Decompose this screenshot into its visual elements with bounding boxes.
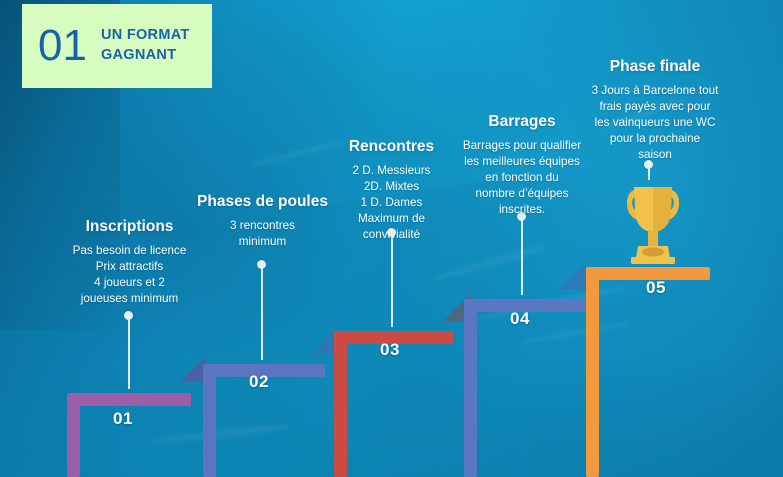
step-shape-04 [464,299,586,477]
step-body-line: 2 D. Messieurs [352,163,431,177]
step-tread-05 [586,267,710,280]
step-shape-02 [203,364,325,477]
step-riser-04 [464,299,477,477]
step-title-03: Rencontres [348,138,435,155]
step-body-line: Prix attractifs [95,259,164,273]
header-badge-title-line2: GAGNANT [100,47,177,63]
step-body-line: en fonction du [485,170,559,184]
step-body-line: les meilleures équipes [464,154,580,168]
step-body-line: les vainqueurs une WC [594,115,716,129]
step-number-05: 05 [646,278,666,297]
step-body-line: 3 rencontres [230,218,295,232]
header-badge-title: UN FORMAT GAGNANT [101,26,190,65]
step-shape-03 [334,331,453,477]
header-badge-title-line1: UN FORMAT [100,27,190,44]
background-bottom-fade [0,357,783,477]
connector-dot-03 [387,228,396,237]
step-riser-05 [586,267,599,477]
step-body-03: 2 D. Messieurs 2D. Mixtes 1 D. Dames Max… [325,163,458,244]
connector-dot-04 [517,212,526,221]
step-body-line: saison [638,148,672,162]
connector-dot-05 [644,160,653,169]
connector-line-03 [391,234,393,327]
step-riser-02 [203,364,216,477]
step-tread-03 [334,331,453,344]
step-tread-04 [464,299,586,312]
connector-line-04 [521,218,523,295]
step-tread-02 [203,364,325,377]
step-body-line: convivialité [362,228,421,242]
header-badge-number: 01 [38,21,87,70]
step-title-04: Barrages [488,113,556,130]
step-number-01: 01 [113,409,133,428]
connector-dot-01 [124,311,133,320]
trophy-icon [622,178,684,273]
step-number-02: 02 [249,372,269,391]
header-badge: 01 UN FORMAT GAGNANT [22,4,212,88]
step-body-02: 3 rencontres minimum [180,218,345,250]
step-body-line: frais payés avec pour [599,99,711,113]
step-body-line: Maximum de [358,212,425,226]
step-riser-03 [334,331,347,477]
step-number-04: 04 [510,309,530,328]
step-number-03: 03 [380,340,400,359]
connector-line-05 [648,166,650,180]
step-body-line: inscrites. [498,203,546,217]
step-body-line: 2D. Mixtes [363,179,420,193]
step-body-line: 1 D. Dames [360,195,423,209]
connector-line-02 [261,265,263,360]
step-tread-01 [67,393,191,406]
step-body-line: Pas besoin de licence [72,243,187,257]
step-body-line: minimum [238,234,287,248]
step-body-01: Pas besoin de licence Prix attractifs 4 … [42,243,217,308]
step-shape-05 [586,267,710,477]
step-shape-01 [67,393,191,477]
connector-line-01 [128,317,130,389]
connector-dot-02 [257,260,266,269]
step-label-02: Phases de poules 3 rencontres minimum [180,193,345,250]
step-label-01: Inscriptions Pas besoin de licence Prix … [42,218,217,307]
step-body-line: 3 Jours à Barcelone tout [591,83,719,97]
step-title-01: Inscriptions [85,218,174,235]
step-label-03: Rencontres 2 D. Messieurs 2D. Mixtes 1 D… [325,138,458,243]
step-label-04: Barrages Barrages pour qualifier les mei… [448,113,596,218]
step-shadow-02 [180,356,206,382]
step-label-05: Phase finale 3 Jours à Barcelone tout fr… [575,58,735,163]
step-body-04: Barrages pour qualifier les meilleures é… [448,138,596,219]
step-body-line: Barrages pour qualifier [462,138,582,152]
step-title-05: Phase finale [609,58,701,75]
step-body-line: joueuses minimum [80,292,179,306]
step-body-line: nombre d’équipes [475,187,569,201]
step-body-05: 3 Jours à Barcelone tout frais payés ave… [575,83,735,164]
step-riser-01 [67,393,80,477]
step-body-line: pour la prochaine [609,132,701,146]
step-shadow-05 [560,263,586,289]
step-body-line: 4 joueurs et 2 [94,275,165,289]
step-title-02: Phases de poules [197,193,328,210]
